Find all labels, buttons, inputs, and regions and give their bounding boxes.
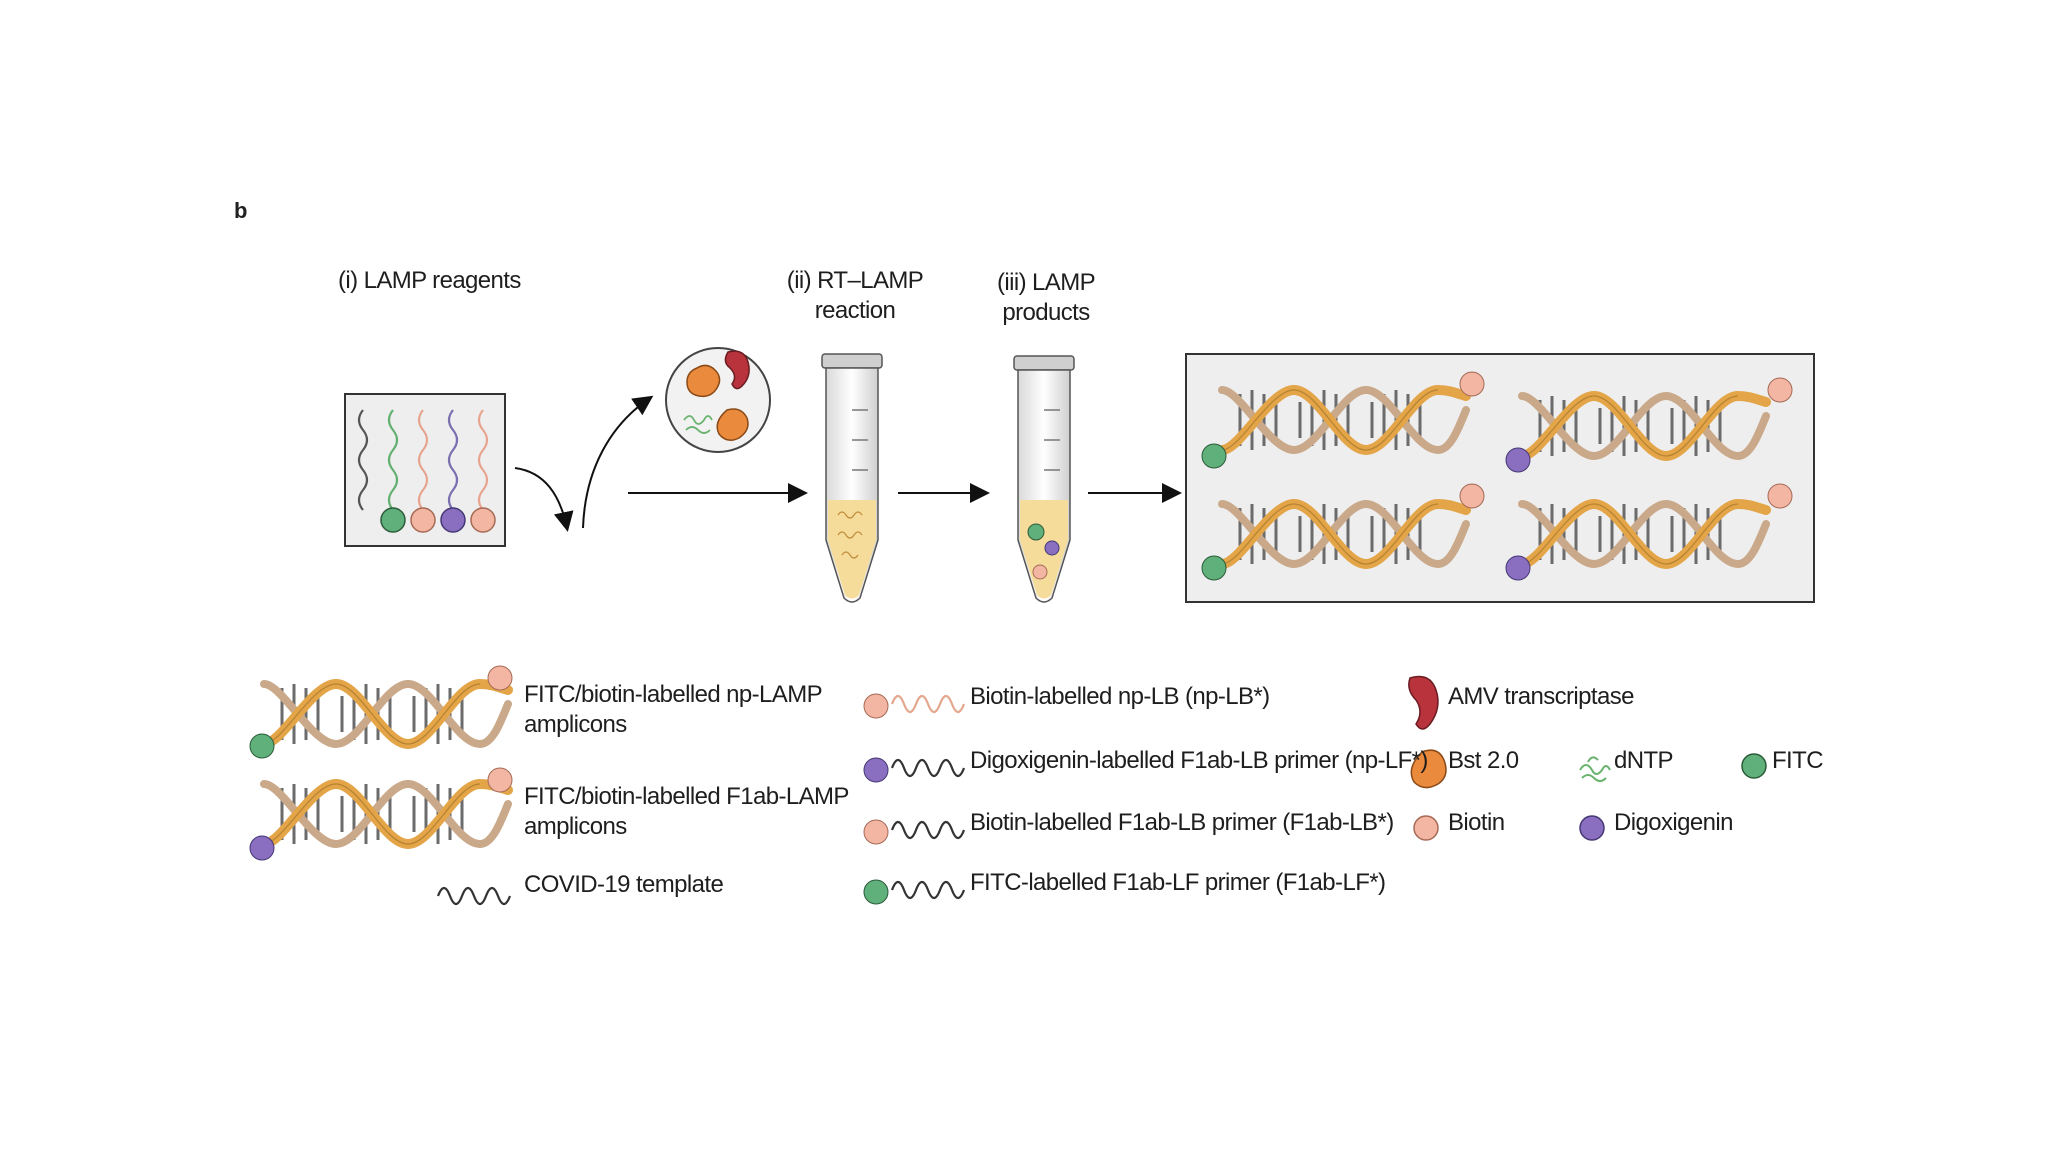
amv-transcriptase-icon [1408, 675, 1439, 730]
curved-arrow-down [514, 467, 574, 532]
dntp-cluster [683, 415, 713, 434]
legend-np-amplicon-line2: amplicons [524, 711, 627, 738]
legend-f1ab-lf-label: FITC-labelled F1ab-LF primer (F1ab-LF*) [970, 869, 1386, 896]
reaction-tube [821, 353, 883, 603]
biotin-bead [410, 507, 436, 533]
bst-enzyme [686, 364, 721, 398]
legend-amv-label: AMV transcriptase [1448, 683, 1634, 710]
stage-reagents-label: (i) LAMP reagents [338, 267, 521, 294]
curved-arrow-up [582, 395, 654, 529]
legend-np-lf-primer [863, 757, 966, 783]
amplicon-panel [1185, 353, 1815, 603]
legend-np-amplicon-line1: FITC/biotin-labelled np-LAMP [524, 681, 823, 708]
panel-label: b [234, 198, 248, 223]
fitc-bead [380, 507, 406, 533]
legend-f1ab-lf-primer [863, 879, 966, 905]
bst-enzyme [716, 408, 749, 441]
legend-np-lb-label: Biotin-labelled np-LB (np-LB*) [970, 683, 1270, 710]
bst-icon [1410, 749, 1447, 789]
amv-enzyme [724, 350, 750, 390]
legend-biotin-label: Biotin [1448, 809, 1505, 836]
enzyme-bubble [665, 347, 771, 453]
stage-reaction-line1: (ii) RT–LAMP [786, 267, 924, 294]
products-tube [1013, 355, 1075, 603]
legend-f1ab-amplicon-label: FITC/biotin-labelled F1ab-LAMP amplicons [524, 782, 849, 842]
legend-f1ab-amplicon-line1: FITC/biotin-labelled F1ab-LAMP [524, 783, 849, 810]
stage-reaction-label: (ii) RT–LAMP reaction [780, 266, 930, 326]
stage-reaction-line2: reaction [814, 297, 896, 324]
legend-fitc-label: FITC [1772, 747, 1824, 774]
legend-f1ab-lb-label: Biotin-labelled F1ab-LB primer (F1ab-LB*… [970, 809, 1394, 836]
legend-f1ab-amplicon-line2: amplicons [524, 813, 627, 840]
legend-dntp-label: dNTP [1614, 747, 1674, 774]
legend-f1ab-lb-primer [863, 819, 966, 845]
dntp-icon [1579, 756, 1611, 782]
stage-products-line2: products [1002, 299, 1090, 326]
digoxigenin-icon [1579, 815, 1605, 841]
stage-products-label: (iii) LAMP products [976, 268, 1116, 328]
legend-digoxigenin-label: Digoxigenin [1614, 809, 1733, 836]
reagents-box [344, 393, 506, 547]
legend-np-amplicon-label: FITC/biotin-labelled np-LAMP amplicons [524, 680, 823, 740]
fitc-icon [1741, 753, 1767, 779]
biotin-bead [470, 507, 496, 533]
legend-np-amplicon-helix [249, 665, 512, 759]
legend-np-lf-label: Digoxigenin-labelled F1ab-LB primer (np-… [970, 747, 1428, 774]
legend-covid-template-label: COVID-19 template [524, 871, 724, 898]
legend-bst-label: Bst 2.0 [1448, 747, 1519, 774]
stage-products-line1: (iii) LAMP [996, 269, 1096, 296]
legend-covid-template-wave [436, 886, 512, 906]
legend-f1ab-amplicon-helix [249, 767, 512, 861]
biotin-icon [1413, 815, 1439, 841]
legend-np-lb-primer [863, 693, 966, 719]
digoxigenin-bead [440, 507, 466, 533]
